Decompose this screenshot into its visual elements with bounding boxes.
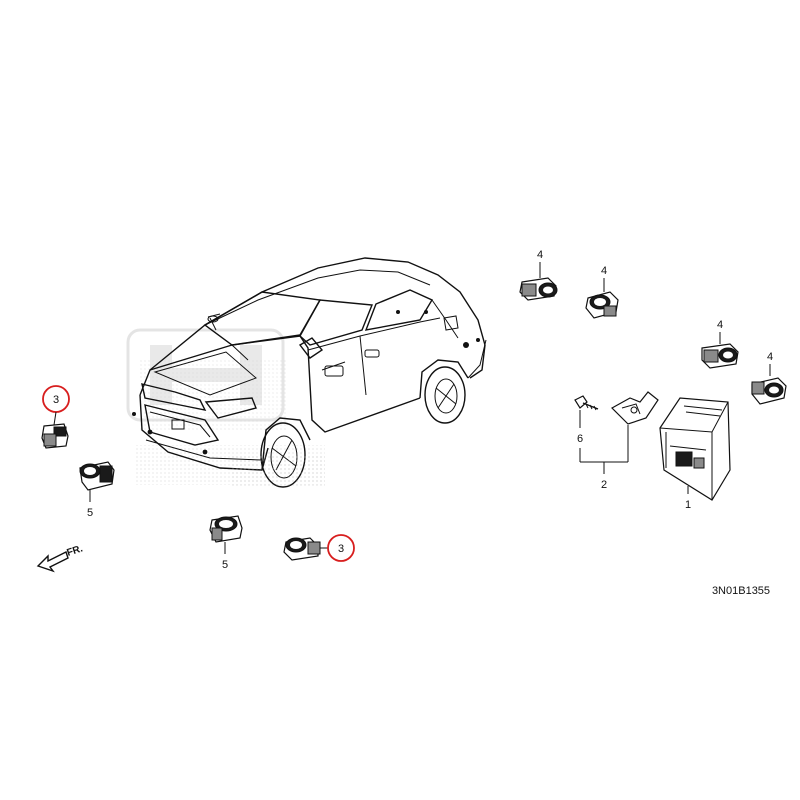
callout-4-c: 4: [717, 319, 723, 331]
diagram-code: 3N01B1355: [712, 585, 770, 597]
bracket-part-2: 2: [579, 391, 659, 491]
callout-1: 1: [685, 499, 691, 511]
front-direction-indicator: FR.: [36, 543, 85, 573]
sensor-part-4-d: 4: [751, 351, 787, 405]
sensor-part-3-left: 3: [41, 385, 70, 449]
callout-4-b: 4: [601, 265, 607, 277]
callout-6: 6: [577, 433, 583, 445]
sensor-part-4-b: 4: [585, 265, 619, 319]
callout-5-outer: 5: [87, 507, 93, 519]
callout-4-d: 4: [767, 351, 773, 363]
callout-3-right: 3: [338, 543, 344, 555]
highlight-circle-right: [327, 534, 355, 562]
control-unit-part-1: 1: [659, 397, 731, 511]
callout-2: 2: [601, 479, 607, 491]
callout-5-inner: 5: [222, 559, 228, 571]
direction-label: FR.: [66, 543, 85, 559]
bolt-part-6: 6: [574, 395, 599, 445]
sensor-part-5-inner: 5: [209, 515, 243, 571]
callout-4-a: 4: [537, 249, 543, 261]
callout-3-left: 3: [53, 394, 59, 406]
sensor-part-3-right: 3: [283, 534, 355, 562]
front-arrow-icon: [36, 551, 69, 573]
sensor-part-4-c: 4: [701, 319, 739, 369]
vehicle-outline: [132, 257, 487, 488]
sensor-part-4-a: 4: [519, 249, 558, 301]
sensor-part-5-outer: 5: [79, 461, 115, 519]
